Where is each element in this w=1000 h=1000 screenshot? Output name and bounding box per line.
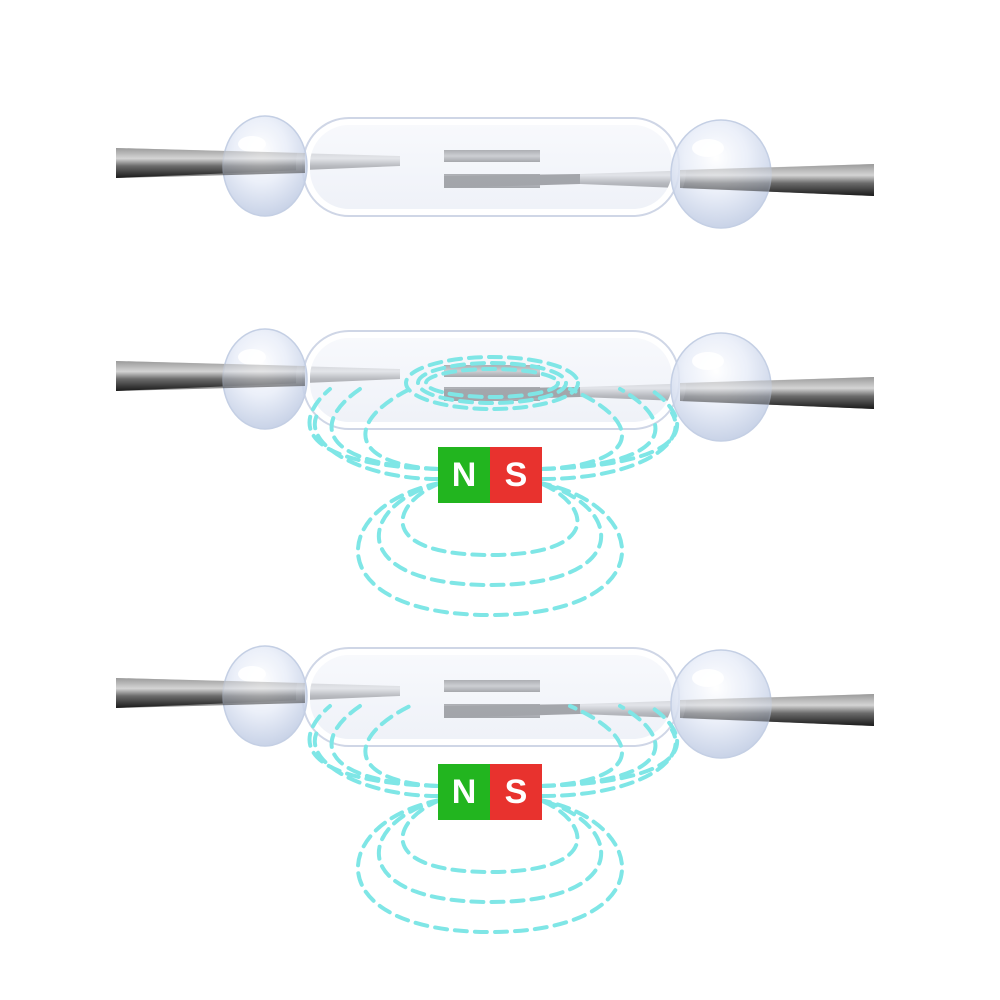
right-lead-through-bead bbox=[680, 694, 874, 726]
field-line-left-3 bbox=[363, 387, 440, 471]
field-line-left-outer bbox=[312, 411, 440, 481]
field-line-left-outer bbox=[312, 728, 440, 798]
field-line-right-outer bbox=[540, 728, 678, 798]
field-line-below-2 bbox=[376, 481, 604, 588]
field-line-below-1 bbox=[400, 798, 580, 875]
magnetic-field-lines bbox=[307, 704, 679, 935]
field-line-right-outer bbox=[540, 411, 678, 481]
field-line-left-3 bbox=[363, 704, 440, 788]
north-pole-label: N bbox=[452, 773, 477, 811]
field-line-below-1 bbox=[400, 481, 580, 558]
right-lead-through-bead bbox=[680, 164, 874, 196]
left-lead-through-bead bbox=[116, 361, 305, 391]
field-line-right-2 bbox=[540, 704, 679, 788]
left-bead-highlight bbox=[238, 349, 266, 365]
gap-field-loop-2 bbox=[416, 361, 568, 405]
field-line-left-2 bbox=[307, 387, 440, 471]
field-line-right-3 bbox=[540, 387, 624, 471]
reed-switch-1 bbox=[116, 111, 874, 229]
glass-envelope bbox=[296, 641, 686, 753]
field-line-right-3 bbox=[540, 704, 624, 788]
south-pole-label: S bbox=[505, 773, 528, 811]
right-bead-highlight bbox=[692, 352, 724, 370]
south-pole bbox=[490, 447, 542, 503]
right-bead-highlight bbox=[692, 139, 724, 157]
left-lead-through-bead bbox=[116, 678, 305, 708]
north-pole bbox=[438, 447, 490, 503]
field-line-left-2 bbox=[307, 704, 440, 788]
north-pole bbox=[438, 764, 490, 820]
field-line-right-2 bbox=[540, 387, 679, 471]
north-pole-label: N bbox=[452, 456, 477, 494]
glass-envelope bbox=[296, 324, 686, 436]
south-pole-label: S bbox=[505, 456, 528, 494]
magnetic-field-lines bbox=[307, 355, 679, 618]
field-line-below-3 bbox=[356, 798, 624, 935]
left-bead-highlight bbox=[238, 136, 266, 152]
gap-field-loop-1 bbox=[424, 367, 560, 399]
left-lead-through-bead bbox=[116, 148, 305, 178]
left-bead-highlight bbox=[238, 666, 266, 682]
south-pole bbox=[490, 764, 542, 820]
right-bead-highlight bbox=[692, 669, 724, 687]
glass-envelope bbox=[296, 111, 686, 223]
right-lead-through-bead bbox=[680, 377, 874, 409]
gap-field-loop-3 bbox=[404, 355, 580, 411]
field-line-below-2 bbox=[376, 798, 604, 905]
field-line-below-3 bbox=[356, 481, 624, 618]
